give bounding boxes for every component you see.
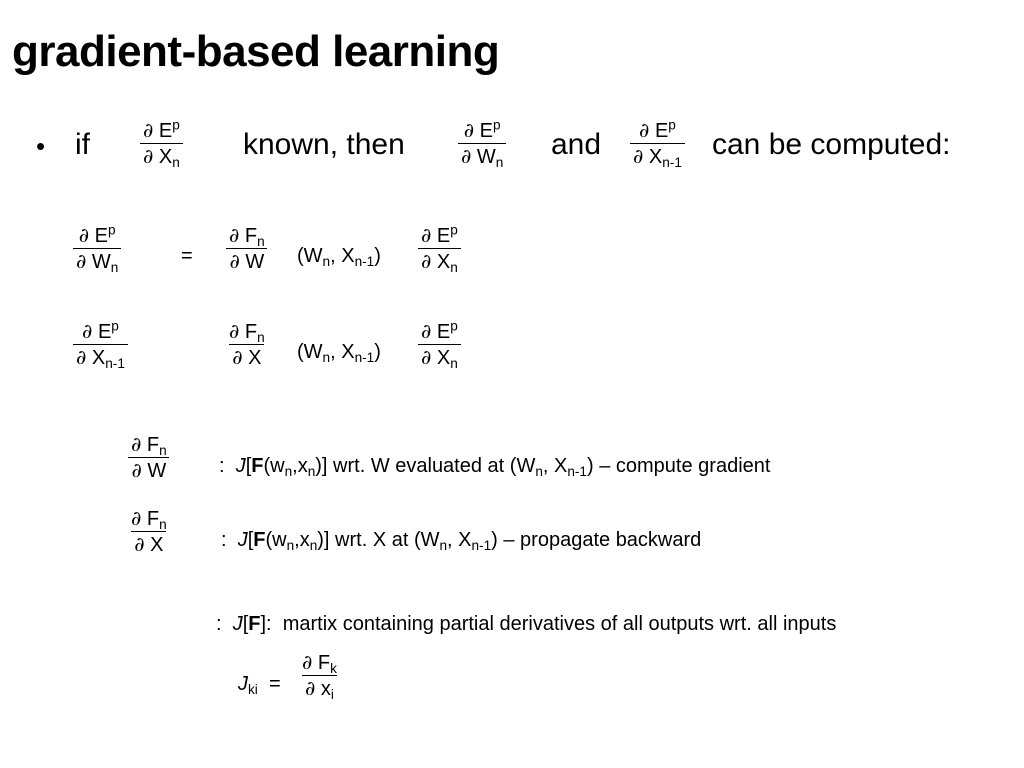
slide-title: gradient-based learning (12, 27, 500, 76)
bullet-marker: • (36, 131, 46, 161)
and-text: and (551, 128, 602, 161)
jacobian-definition: : J[F]: martix containing partial deriva… (216, 613, 837, 635)
known-then-text: known, then (243, 128, 405, 161)
jac-x-fraction: ∂ Fn ∂ X (131, 506, 167, 556)
eq1-args: (Wn, Xn-1) (297, 245, 381, 270)
eq1-dEp-dXn-fraction: ∂ Ep ∂ Xn (418, 223, 461, 274)
jac-w-fraction: ∂ Fn ∂ W (128, 434, 170, 481)
jki-fraction: ∂ Fk ∂ xi (301, 650, 337, 703)
eq1-equals: = (181, 245, 193, 267)
eq1-lhs-fraction: ∂ Ep ∂ Wn (73, 223, 122, 274)
can-be-computed-text: can be computed: (712, 128, 951, 161)
jac-x-description: : J[F(wn,xn)] wrt. X at (Wn, Xn-1) – pro… (221, 529, 702, 554)
eq2-dEp-dXn-fraction: ∂ Ep ∂ Xn (418, 319, 461, 370)
eq2-lhs-fraction: ∂ Ep ∂ Xn-1 (73, 319, 128, 370)
fraction-dEp-dXn-1: ∂ Ep ∂ Xn-1 (630, 118, 685, 169)
if-text: if (75, 128, 90, 161)
fraction-dEp-dWn: ∂ Ep ∂ Wn (458, 118, 507, 169)
fraction-dEp-dXn: ∂ Ep ∂ Xn (140, 118, 183, 169)
eq2-args: (Wn, Xn-1) (297, 341, 381, 366)
jac-w-description: : J[F(wn,xn)] wrt. W evaluated at (Wn, X… (219, 455, 771, 480)
eq2-dFn-dX-fraction: ∂ Fn ∂ X (229, 319, 265, 369)
jki-lhs: Jki = (238, 673, 281, 698)
eq1-dFn-dW-fraction: ∂ Fn ∂ W (226, 225, 268, 272)
